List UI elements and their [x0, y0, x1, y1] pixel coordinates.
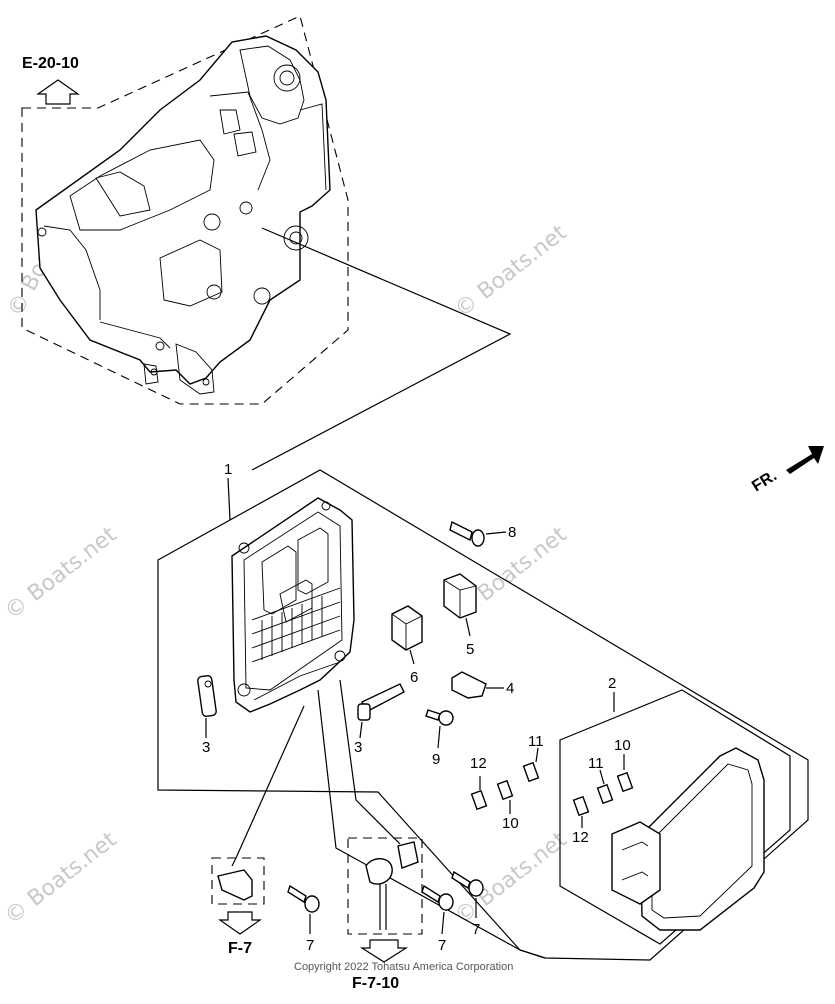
callout-4: 4	[506, 680, 514, 697]
clamp-part-3-left	[197, 675, 217, 738]
reference-f-7-10[interactable]: F-7-10	[347, 837, 423, 992]
ground-tab	[397, 841, 419, 869]
bolt-part-7-a	[287, 884, 320, 934]
fuses-cover	[572, 754, 634, 828]
callout-3-right: 3	[354, 739, 362, 756]
leader-to-f7	[231, 705, 305, 867]
reference-f-7-10-label: F-7-10	[352, 975, 399, 992]
up-arrow-icon	[36, 79, 80, 105]
watermark-5: © Boats.net	[0, 827, 121, 930]
cover-group-boundary	[559, 689, 791, 945]
callout-9: 9	[432, 751, 440, 768]
screw-part-9	[425, 709, 454, 749]
f-7-10-down-arrow-icon	[359, 939, 409, 963]
relay-part-5	[443, 573, 477, 637]
leader-to-f7-10	[339, 679, 401, 845]
watermark-3: © Boats.net	[0, 522, 121, 625]
assembly-boundary	[157, 469, 809, 961]
callout-11-cover: 11	[588, 755, 604, 772]
callout-2: 2	[608, 675, 616, 692]
watermark-2: © Boats.net	[450, 220, 571, 323]
f-7-boundary	[211, 857, 265, 905]
callout-10-cover: 10	[614, 737, 631, 754]
front-arrow-icon	[786, 446, 824, 474]
callout-1: 1	[224, 461, 232, 478]
callout-12-cover: 12	[572, 829, 589, 846]
bolt-part-8	[449, 520, 507, 547]
connector-part-4	[451, 671, 504, 699]
reference-e-20-10[interactable]: E-20-10	[22, 55, 80, 105]
clamp-part-3-right	[357, 683, 405, 739]
front-label: FR.	[749, 467, 780, 495]
callout-7-right: 7	[472, 921, 480, 938]
reference-e-20-10-label: E-20-10	[22, 55, 79, 72]
engine-leader-line	[251, 227, 512, 471]
bolt-part-7-b	[421, 884, 454, 935]
leader-part-1	[227, 477, 231, 521]
engine-reference-boundary	[21, 15, 349, 405]
front-indicator: FR.	[749, 446, 824, 495]
relay-part-6	[391, 605, 423, 665]
terminal-f-7	[217, 869, 253, 901]
callout-5: 5	[466, 641, 474, 658]
callout-numbers: 1 2 3 3 4 5 6 7 7 7 8 9 10 10 11 11 12 1…	[202, 461, 631, 954]
bolt-part-7-c	[451, 870, 484, 918]
fuse-cover-part-2	[611, 692, 765, 931]
f-7-10-boundary	[347, 837, 423, 935]
callout-12-inner: 12	[470, 755, 487, 772]
callout-3-left: 3	[202, 739, 210, 756]
f-7-down-arrow-icon	[218, 911, 262, 935]
reference-f-7[interactable]: F-7	[211, 857, 265, 957]
callout-8: 8	[508, 524, 516, 541]
ground-terminal	[365, 858, 393, 885]
engine-block-drawing	[35, 35, 331, 395]
leader-to-cover	[317, 689, 546, 959]
callout-10-inner: 10	[502, 815, 519, 832]
callout-11-inner: 11	[528, 733, 544, 750]
copyright-notice: Copyright 2022 Tohatsu America Corporati…	[294, 961, 513, 973]
callout-6: 6	[410, 669, 418, 686]
watermark-6: © Boats.net	[450, 827, 571, 930]
ground-wire	[379, 884, 387, 930]
reference-f-7-label: F-7	[228, 940, 252, 957]
callout-7-left: 7	[306, 937, 314, 954]
callout-7-middle: 7	[438, 937, 446, 954]
junction-box-drawing	[231, 497, 355, 713]
fuses-inner	[470, 747, 540, 814]
